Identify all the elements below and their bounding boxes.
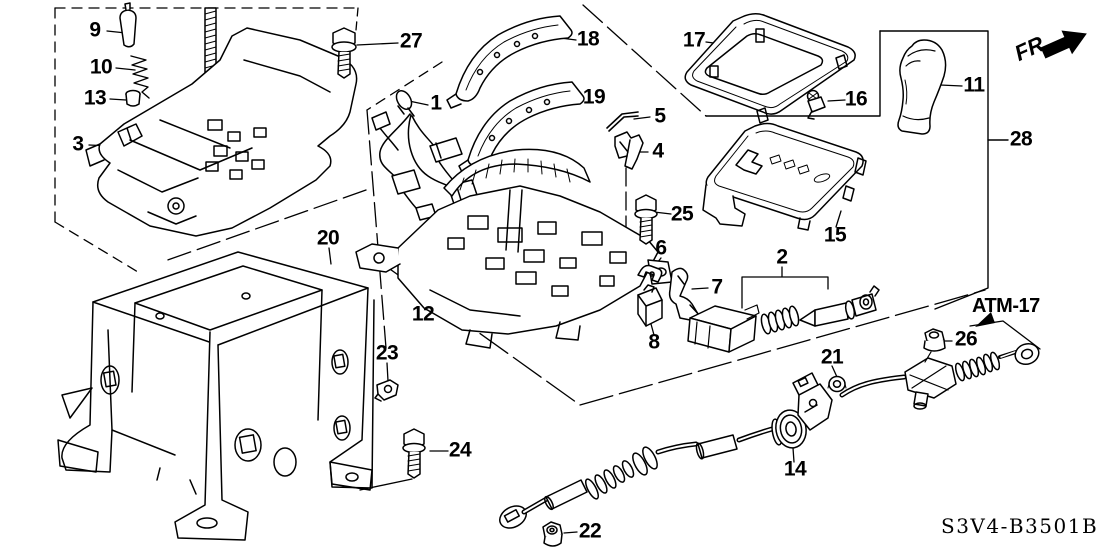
part-label-26[interactable]: 26 [954, 327, 978, 351]
part-14-control-cable-drawing [499, 342, 1040, 529]
diagram-code: S3V4-B3501B [941, 514, 1099, 538]
part-4-lock-lever-drawing [614, 131, 644, 170]
part-label-23[interactable]: 23 [375, 341, 399, 365]
atm-reference-arrow [969, 312, 1041, 350]
front-direction-arrow [1040, 30, 1087, 59]
part-label-22[interactable]: 22 [578, 519, 602, 543]
part-16-clip-drawing [806, 89, 826, 120]
part-label-10[interactable]: 10 [89, 55, 113, 79]
part-label-16[interactable]: 16 [844, 87, 868, 111]
part-label-11[interactable]: 11 [963, 73, 985, 97]
part-24-bolt-drawing [402, 428, 426, 479]
part-label-28[interactable]: 28 [1009, 127, 1033, 151]
part-label-24[interactable]: 24 [448, 438, 472, 462]
part-8-switch-drawing [637, 284, 663, 327]
part-17-escutcheon-drawing [684, 13, 856, 124]
part-label-9[interactable]: 9 [89, 18, 101, 42]
part-label-14[interactable]: 14 [783, 457, 807, 481]
part-11-knob-drawing [897, 39, 947, 135]
part-label-2[interactable]: 2 [776, 245, 788, 269]
part-label-15[interactable]: 15 [823, 223, 847, 247]
part-25-bolt-drawing [634, 194, 658, 245]
part-label-12[interactable]: 12 [411, 302, 435, 326]
part-label-8[interactable]: 8 [648, 330, 660, 354]
part-26-nut-drawing [923, 328, 946, 363]
part-13-bushing-drawing [125, 89, 141, 107]
part-10-spring-drawing [130, 55, 150, 99]
part-18-slide-plate-drawing [446, 15, 573, 109]
cable-bracket-drawing [792, 372, 833, 431]
part-label-4[interactable]: 4 [652, 139, 664, 163]
part-9-pin-drawing [119, 2, 137, 48]
part-label-19[interactable]: 19 [582, 85, 606, 109]
part-label-6[interactable]: 6 [655, 236, 667, 260]
cross-reference-label[interactable]: ATM-17 [972, 295, 1040, 317]
part-label-3[interactable]: 3 [72, 132, 84, 156]
part-22-nut-drawing [542, 521, 563, 547]
part-label-20[interactable]: 20 [316, 226, 340, 250]
part-2-solenoid-assembly-drawing [687, 285, 880, 353]
part-label-5[interactable]: 5 [654, 104, 666, 128]
part-2-plunger-drawing [799, 285, 880, 327]
part-label-13[interactable]: 13 [83, 86, 107, 110]
part-5-pin-drawing [606, 111, 639, 132]
part-20-lower-bracket-drawing [57, 251, 375, 541]
part-label-18[interactable]: 18 [576, 27, 600, 51]
part-label-25[interactable]: 25 [670, 202, 694, 226]
part-3-bracket-base-drawing [85, 7, 358, 237]
part-6-clip-drawing [637, 264, 663, 283]
part-label-7[interactable]: 7 [711, 275, 723, 299]
part-27-bolt-drawing [331, 27, 357, 79]
part-23-clip-nut-drawing [374, 379, 399, 402]
part-label-21[interactable]: 21 [820, 345, 844, 369]
part-label-27[interactable]: 27 [399, 29, 423, 53]
part-2-spring-drawing [760, 305, 800, 335]
part-12-select-lever-assembly-drawing [355, 148, 673, 349]
part-label-17[interactable]: 17 [682, 28, 706, 52]
part-21-nut-drawing [827, 375, 847, 393]
group-28-bracket-line [705, 30, 1009, 310]
part-15-indicator-panel-drawing [702, 122, 867, 231]
part-label-1[interactable]: 1 [430, 91, 442, 115]
